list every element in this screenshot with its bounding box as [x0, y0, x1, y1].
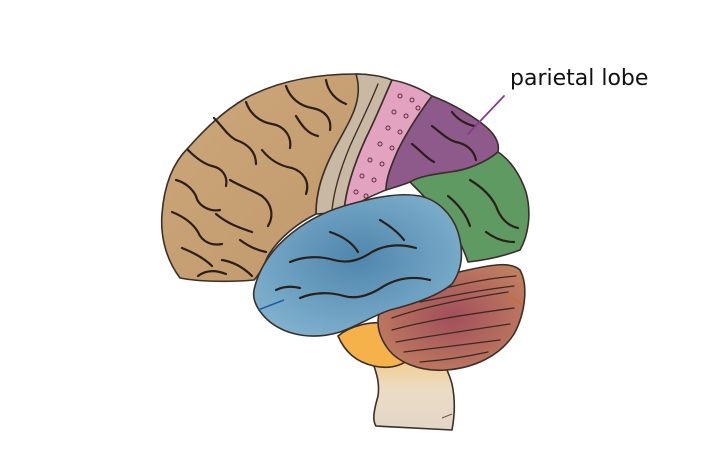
somatosensory-dots — [353, 93, 421, 199]
temporal-lobe-region — [252, 193, 463, 337]
parietal-lobe-label: parietal lobe — [510, 66, 649, 91]
annotation-leader-line — [467, 95, 505, 135]
